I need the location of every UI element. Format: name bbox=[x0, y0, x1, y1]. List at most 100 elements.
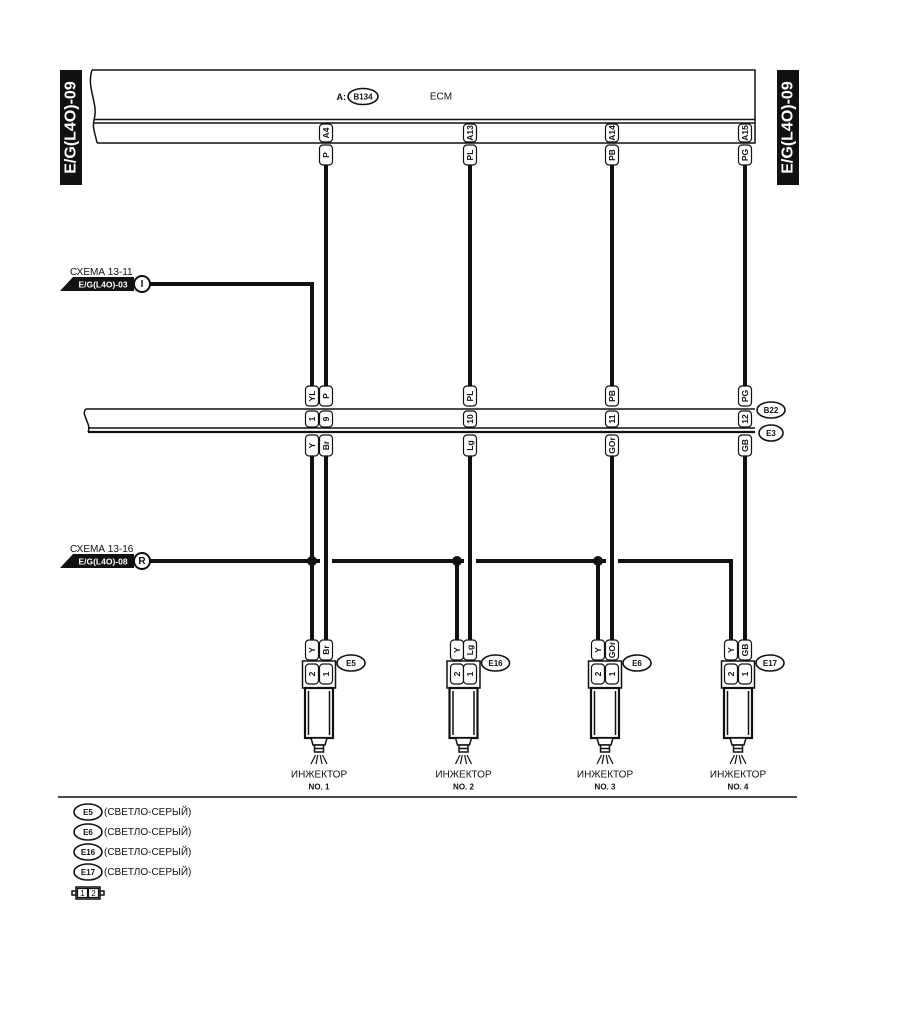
injector-nozzle bbox=[310, 737, 328, 746]
joint-connector-break-edge bbox=[83, 408, 90, 433]
ecm-pin-wire-color-frame bbox=[318, 144, 334, 166]
joint-upper-wire-color: P bbox=[321, 393, 331, 399]
injector-pin-number: 1 bbox=[740, 671, 750, 676]
legend: E5 (СВЕТЛО-СЕРЫЙ) E6 (СВЕТЛО-СЕРЫЙ) E16 (СВЕТ… bbox=[71, 803, 191, 900]
injector-spray bbox=[321, 754, 328, 765]
joint-lower-wire-color-frame bbox=[304, 434, 320, 457]
ecm-pin: A4P bbox=[318, 123, 334, 166]
schema-reference-flag bbox=[60, 277, 134, 291]
joint-connector-lower-id: E3 bbox=[766, 429, 776, 438]
ecm-pin-wire-color-frame bbox=[604, 144, 620, 166]
joint-pin-number: 1 bbox=[307, 416, 317, 421]
ecm-pin-wire-color-frame bbox=[462, 144, 478, 166]
side-label-left-box bbox=[60, 70, 82, 185]
legend-color-text: (СВЕТЛО-СЕРЫЙ) bbox=[104, 865, 191, 878]
injector-pin-number: 1 bbox=[607, 671, 617, 676]
injector-spray bbox=[607, 754, 614, 765]
injector-pin-wire-color: Y bbox=[307, 647, 317, 653]
injector-pin-wire-color-frame bbox=[723, 639, 739, 661]
wires bbox=[150, 165, 747, 640]
schema-reference-marker: I bbox=[141, 279, 144, 290]
injector-spray bbox=[596, 754, 603, 765]
legend-connector-pin-number: 2 bbox=[91, 889, 96, 898]
injector-spray bbox=[601, 754, 605, 765]
side-label-right: E/G(L4O)-09 bbox=[777, 70, 799, 185]
injector-number: NO. 2 bbox=[453, 783, 474, 792]
injector-spray bbox=[310, 754, 317, 765]
junction-dot bbox=[307, 556, 317, 566]
injector-spray bbox=[605, 754, 609, 765]
joint-lower-wire-color: Y bbox=[307, 442, 317, 448]
joint-upper-wire-color-frame bbox=[462, 385, 478, 407]
joint-upper-wire-color-frame bbox=[318, 385, 334, 407]
ecm-pin-terminal-frame bbox=[604, 123, 620, 143]
wire bbox=[618, 559, 733, 640]
injector-pin-wire-color-frame bbox=[737, 639, 753, 661]
legend-color-text: (СВЕТЛО-СЕРЫЙ) bbox=[104, 805, 191, 818]
ecm-outline bbox=[92, 69, 756, 144]
legend-connector-id-outline bbox=[73, 843, 103, 861]
injector-connector-id-outline bbox=[480, 654, 511, 672]
injector-pin-number-frame bbox=[723, 663, 739, 685]
ecm-pin-wire-color: PB bbox=[607, 149, 617, 161]
legend-connector-icon-latch bbox=[71, 890, 77, 896]
schema-reference-marker-outline bbox=[133, 275, 151, 293]
legend-color-text: (СВЕТЛО-СЕРЫЙ) bbox=[104, 845, 191, 858]
ecm-break-edge bbox=[89, 69, 98, 144]
joint-connector-upper-id: B22 bbox=[764, 406, 779, 415]
ecm-connector-prefix: A: bbox=[337, 92, 347, 102]
legend-connector-id: E16 bbox=[81, 848, 96, 857]
joint-lower-wire-color-frame bbox=[462, 434, 478, 457]
joint-lower-wire-color-frame bbox=[318, 434, 334, 457]
ecm-connector-id: B134 bbox=[353, 93, 373, 102]
injector-pin-number-frame bbox=[737, 663, 753, 685]
legend-connector-id-outline bbox=[73, 803, 103, 821]
injector-pin-wire-color: Y bbox=[452, 647, 462, 653]
injector-pin-wire-color: Y bbox=[593, 647, 603, 653]
injector-label: ИНЖЕКТОР bbox=[435, 770, 492, 781]
injector-pin-number-frame bbox=[590, 663, 606, 685]
joint-lower-wire-color: GB bbox=[740, 439, 750, 452]
injector-pin-wire-color: GB bbox=[740, 644, 750, 657]
injector-pin-number: 2 bbox=[726, 671, 736, 676]
side-label-right-box bbox=[777, 70, 799, 185]
legend-item: E16 (СВЕТЛО-СЕРЫЙ) bbox=[73, 843, 191, 861]
joint-pin-number: 12 bbox=[740, 414, 750, 424]
joint-connector-lower-id-outline bbox=[758, 424, 784, 442]
injector-pin-number-frame bbox=[462, 663, 478, 685]
injector-pin-wire-color-frame bbox=[318, 639, 334, 661]
joint-lower-wire-color: Lg bbox=[465, 440, 475, 450]
side-label-left-text: E/G(L4O)-09 bbox=[63, 81, 80, 174]
injector-connector-id-outline bbox=[622, 654, 652, 672]
injector-pin-wire-color-frame bbox=[304, 639, 320, 661]
injector-number: NO. 3 bbox=[595, 783, 616, 792]
injector-pin-number-frame bbox=[304, 663, 320, 685]
joint-lower-wire-color: Br bbox=[321, 440, 331, 450]
injector-connector-id-outline bbox=[755, 654, 785, 672]
schema-reference-marker-outline bbox=[133, 552, 151, 570]
ecm-pin-terminal-frame bbox=[737, 123, 753, 143]
injector-spray bbox=[738, 754, 742, 765]
legend-item: E17(СВЕТЛО-СЕРЫЙ) bbox=[73, 863, 191, 881]
legend-connector-id: E5 bbox=[83, 808, 93, 817]
joint-pin-number-frame bbox=[462, 410, 478, 428]
ecm-pin-terminal: A4 bbox=[321, 127, 331, 138]
injector-spray bbox=[729, 754, 736, 765]
joint-lower-wire-color-frame bbox=[604, 434, 620, 457]
schema-reference-title: СХЕМА 13-11 bbox=[70, 267, 133, 278]
schema-reference-page: E/G(L4O)-08 bbox=[78, 557, 127, 567]
joint-upper-wire-color-frame bbox=[304, 385, 320, 407]
legend-connector-id: E6 bbox=[83, 828, 93, 837]
joint-pin-number: 9 bbox=[321, 416, 331, 421]
injector-nozzle bbox=[729, 737, 747, 746]
